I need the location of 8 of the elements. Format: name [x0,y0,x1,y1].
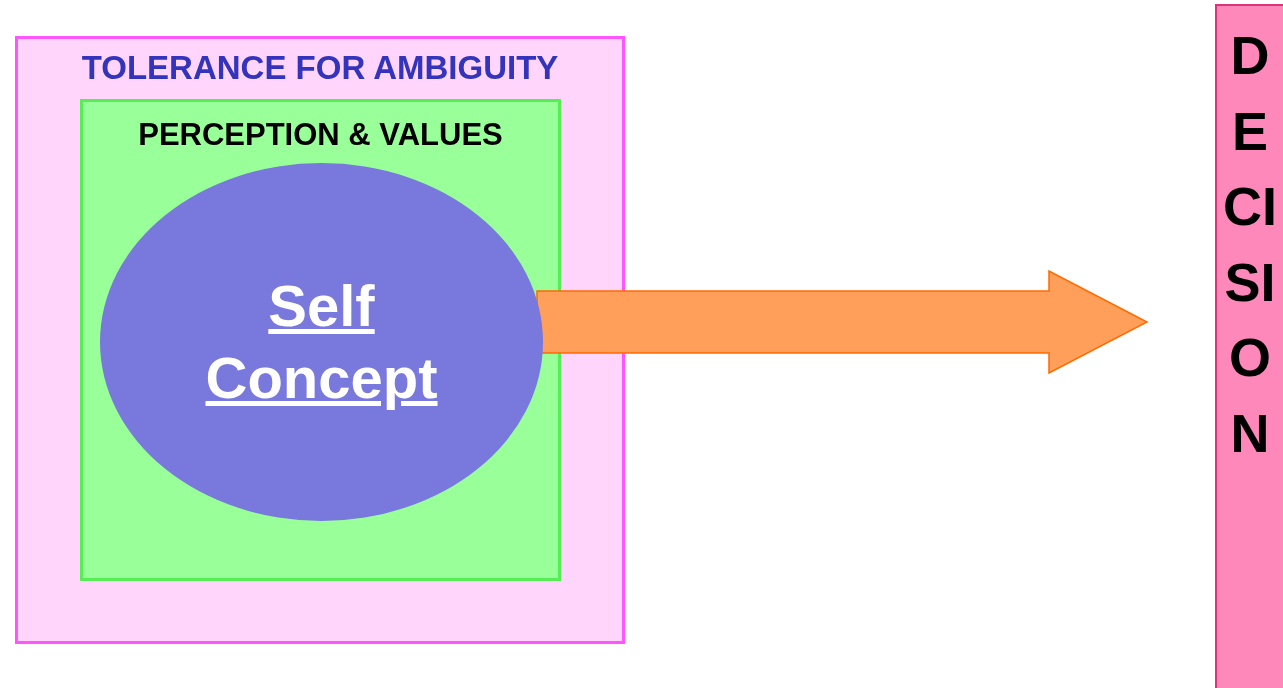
inner-box [80,99,561,581]
vertical-label: DECISION [1223,24,1277,465]
box-title: PERCEPTION & VALUES [137,117,504,153]
side-bar [1215,4,1283,688]
block-arrow [536,269,1149,375]
box-title: TOLERANCE FOR AMBIGUITY [80,49,560,87]
node-label: Self Concept [204,271,439,412]
outer-box [15,36,625,644]
